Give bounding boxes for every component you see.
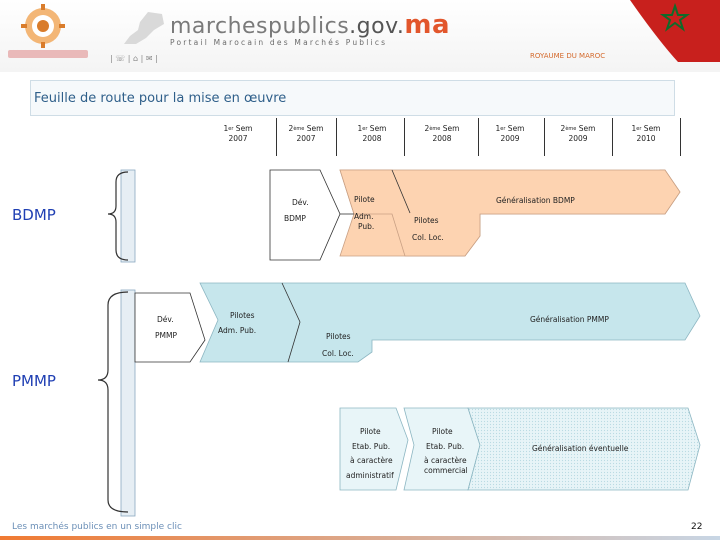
bdmp-adm-text: Adm. (354, 212, 374, 221)
third-caractere-1: à caractère (350, 456, 393, 465)
site-name-a: marchespublics (170, 14, 350, 39)
pmmp-divider (281, 282, 301, 363)
bdmp-orange-block (339, 169, 681, 257)
third-etab-2: Etab. Pub. (426, 442, 465, 451)
site-header (0, 0, 720, 72)
kingdom-label: ROYAUME DU MAROC (530, 52, 606, 60)
title-bar (30, 80, 675, 116)
footer-slogan: Les marchés publics en un simple clic (12, 522, 182, 532)
bdmp-pub-text: Pub. (358, 222, 375, 231)
morocco-flag-icon (630, 0, 720, 62)
column-separator (336, 118, 337, 156)
pmmp-label: PMMP (12, 372, 56, 390)
morocco-map-icon (124, 12, 164, 44)
third-arrow-3 (467, 407, 701, 491)
bdmp-col-loc-text: Col. Loc. (412, 233, 444, 242)
column-separator (478, 118, 479, 156)
third-generalisation-text: Généralisation éventuelle (532, 444, 629, 453)
pmmp-pmmp-text: PMMP (155, 331, 177, 340)
column-separator (612, 118, 613, 156)
third-administratif: administratif (346, 471, 394, 480)
pmmp-pilotes-2-text: Pilotes (326, 332, 351, 341)
pmmp-brace (97, 291, 129, 513)
pmmp-generalisation-text: Généralisation PMMP (530, 315, 609, 324)
site-logo[interactable]: marchespublics.gov.ma (170, 10, 450, 40)
site-subtitle: Portail Marocain des Marchés Publics (170, 38, 388, 47)
pmmp-adm-pub-text: Adm. Pub. (218, 326, 257, 335)
bdmp-pilote-text: Pilote (354, 195, 375, 204)
page-title: Feuille de route pour la mise en œuvre (34, 91, 287, 106)
bdmp-group-bar (120, 169, 136, 263)
column-separator (544, 118, 545, 156)
pmmp-pilotes-text: Pilotes (230, 311, 255, 320)
third-caractere-2: à caractère (424, 456, 467, 465)
third-arrow-1 (339, 407, 409, 491)
bdmp-divider (391, 169, 411, 214)
column-separator (680, 118, 681, 156)
pmmp-col-loc-text: Col. Loc. (322, 349, 354, 358)
footer-bar (0, 536, 720, 540)
bdmp-brace (107, 171, 129, 261)
pmmp-dev-text: Dév. (157, 315, 174, 324)
pmmp-group-bar (120, 289, 136, 517)
bdmp-generalisation-text: Généralisation BDMP (496, 196, 575, 205)
column-separator (276, 118, 277, 156)
column-separator (404, 118, 405, 156)
third-commercial: commercial (424, 466, 468, 475)
site-name-c: ma (404, 10, 451, 40)
bdmp-dev-arrow (269, 169, 341, 261)
header-nav-icons[interactable]: | ☏ | ⌂ | ✉ | (110, 54, 158, 63)
page-number: 22 (691, 522, 703, 532)
pmmp-dev-arrow (134, 292, 206, 363)
third-etab-1: Etab. Pub. (352, 442, 391, 451)
bdmp-bdmp-text: BDMP (284, 214, 306, 223)
bdmp-label: BDMP (12, 206, 56, 224)
site-name-b: .gov. (349, 14, 405, 39)
third-pilote-1: Pilote (360, 427, 381, 436)
bdmp-dev-text: Dév. (292, 198, 309, 207)
bdmp-pilotes-text: Pilotes (414, 216, 439, 225)
third-pilote-2: Pilote (432, 427, 453, 436)
treasury-arabic-text (8, 50, 88, 58)
pmmp-main-arrow (199, 282, 701, 363)
treasury-emblem-icon (21, 4, 65, 48)
